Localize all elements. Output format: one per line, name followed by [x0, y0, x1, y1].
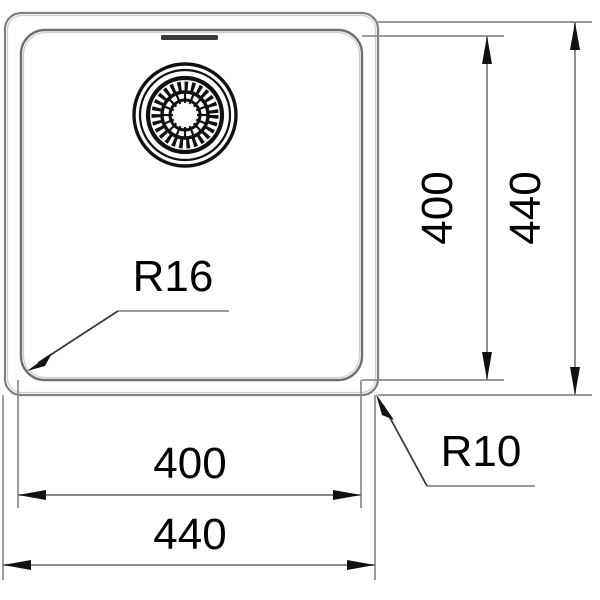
sink-inner-bowl: [19, 28, 364, 382]
arrow-bowl-depth-top: [482, 36, 492, 64]
drain-slot-band: [151, 81, 219, 149]
drain-radial-slots: [162, 92, 208, 138]
arrow-overall-depth-bottom: [570, 367, 580, 395]
dim-label-overall-width: 440: [153, 510, 226, 559]
sink-body: [3, 11, 380, 397]
r16-leader-line: [37, 310, 119, 364]
drain-outer-ring: [132, 62, 238, 168]
drain-second-ring: [138, 68, 232, 162]
arrow-overall-depth-top: [570, 22, 580, 50]
r10-leader-arrow: [376, 394, 394, 420]
r10-leader-line: [382, 404, 428, 487]
dim-label-overall-depth: 440: [501, 171, 550, 244]
rim-highlight: [6, 14, 377, 394]
arrow-overall-width-right: [347, 560, 375, 570]
drain-inner-ring: [160, 90, 210, 140]
drain-third-ring: [145, 75, 225, 155]
radius-callout-r16: R16: [27, 252, 229, 371]
drain-strainer: [132, 62, 238, 168]
arrow-bowl-depth-bottom: [482, 352, 492, 380]
horizontal-dimensions: 400 440: [2, 380, 376, 580]
r10-label: R10: [441, 427, 522, 476]
arrow-bowl-width-right: [333, 490, 361, 500]
dim-label-bowl-depth: 400: [413, 171, 462, 244]
sink-outer-rim: [3, 11, 380, 397]
bowl-highlight: [22, 31, 361, 379]
arrow-overall-width-left: [3, 560, 31, 570]
r16-label: R16: [133, 252, 214, 301]
arrow-bowl-width-left: [18, 490, 46, 500]
overflow-notch: [161, 35, 218, 40]
vertical-dimensions: 400 440: [362, 21, 592, 396]
r16-leader-arrow: [27, 353, 52, 371]
radius-callout-r10: R10: [376, 394, 535, 487]
dim-label-bowl-width: 400: [153, 439, 226, 488]
